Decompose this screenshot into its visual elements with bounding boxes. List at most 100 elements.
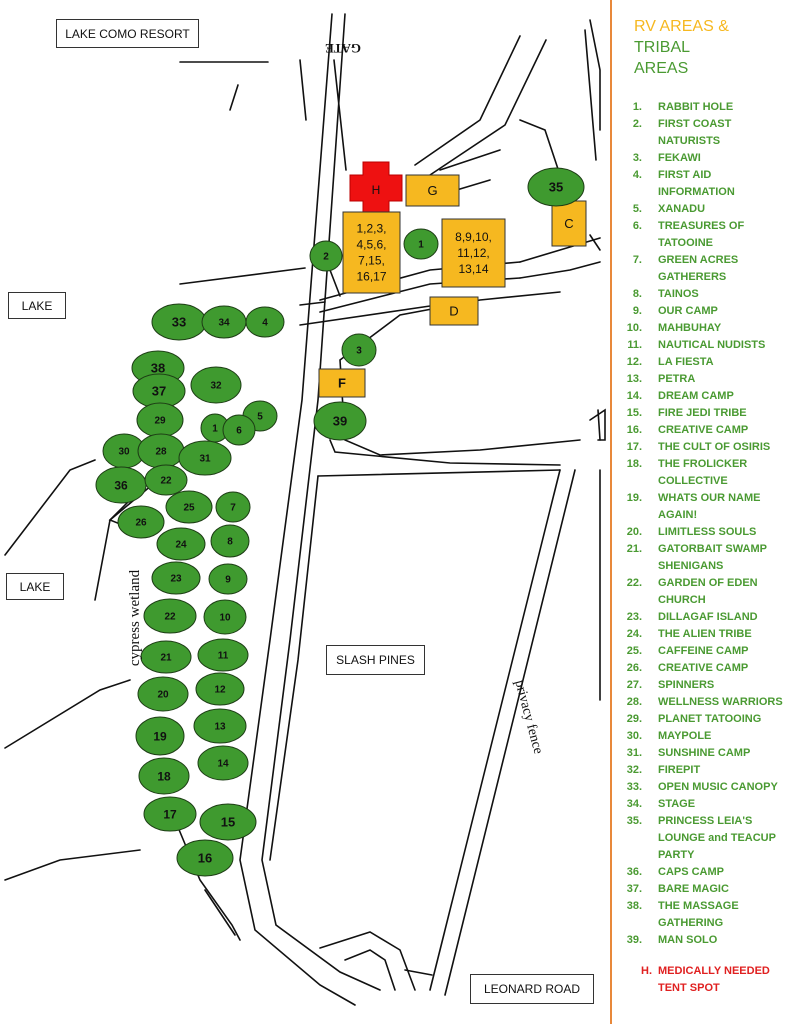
legend-item-name: CAPS CAMP	[658, 866, 725, 878]
tribal-area-label: 15	[221, 815, 235, 830]
rv-areas-layer: G1,2,3,4,5,6,7,15,16,178,9,10,11,12,13,1…	[318, 174, 587, 398]
legend-item: 29.PLANET TATOOING	[620, 711, 788, 728]
legend-title: RV AREAS & TRIBAL AREAS	[634, 16, 788, 79]
legend-item-name: GARDEN OF EDEN CHURCH	[658, 577, 758, 606]
legend-item: 11.NAUTICAL NUDISTS	[620, 337, 788, 354]
tribal-area-oval	[143, 796, 197, 832]
tribal-area-label: 22	[160, 476, 172, 487]
rv-area-c: C	[551, 200, 587, 247]
tribal-area-23: 23	[151, 561, 201, 595]
tribal-area-26: 26	[117, 505, 165, 539]
tribal-area-label: 24	[175, 540, 187, 551]
tribal-area-28: 28	[137, 433, 185, 469]
legend-item-number: 29.	[626, 713, 642, 725]
legend-item-number: 6.	[632, 220, 642, 232]
rv-area-box	[405, 174, 460, 207]
rv-area-label: 13,14	[458, 262, 488, 276]
legend-item-number: 34.	[626, 798, 642, 810]
legend-item-number: 30.	[626, 730, 642, 742]
legend-title-rv: RV AREAS &	[634, 18, 729, 35]
tribal-area-oval	[143, 598, 197, 634]
legend-item-number: 22.	[626, 577, 642, 589]
legend-item-number: 15.	[626, 407, 642, 419]
legend-item: 39.MAN SOLO	[620, 932, 788, 949]
rv-area-label: 1,2,3,	[356, 222, 386, 236]
tribal-area-33: 33	[151, 303, 207, 341]
lake-top-label: LAKE	[8, 292, 66, 319]
legend-item: 18.THE FROLICKER COLLECTIVE	[620, 456, 788, 490]
rv-area-box	[429, 296, 479, 326]
tribal-area-oval	[245, 306, 285, 338]
tribal-area-oval	[151, 561, 201, 595]
tribal-area-24: 24	[156, 527, 206, 561]
legend-item-name: CAFFEINE CAMP	[658, 645, 749, 657]
tribal-area-label: 13	[214, 722, 226, 733]
legend-item: 28.WELLNESS WARRIORS	[620, 694, 788, 711]
tribal-area-oval	[313, 401, 367, 441]
tribal-area-label: 37	[152, 384, 166, 399]
medical-tent-marker: H	[349, 161, 403, 215]
legend-item: 12.LA FIESTA	[620, 354, 788, 371]
tribal-area-label: 11	[218, 651, 229, 662]
legend-item-name: WHATS OUR NAME AGAIN!	[658, 492, 761, 521]
legend-item-number: 18.	[626, 458, 642, 470]
tribal-area-label: 39	[333, 414, 347, 429]
tribal-area-35: 35	[527, 167, 585, 207]
tribal-area-oval	[165, 490, 213, 524]
leonard-road-label: LEONARD ROAD	[470, 974, 594, 1004]
legend-item-number: 7.	[632, 254, 642, 266]
legend-item: 6. TREASURES OF TATOOINE	[620, 218, 788, 252]
tribal-area-12: 12	[195, 672, 245, 706]
legend-item-name: THE CULT OF OSIRIS	[658, 441, 771, 453]
tribal-area-label: 7	[230, 503, 236, 514]
tribal-area-label: 38	[151, 361, 165, 376]
tribal-area-label: 23	[170, 574, 182, 585]
rv-area-label: 8,9,10,	[455, 230, 492, 244]
legend-item-name: CREATIVE CAMP	[658, 662, 749, 674]
tribal-area-label: 4	[262, 318, 268, 329]
legend-item-name: FIRST COAST NATURISTS	[658, 118, 732, 147]
tribal-area-label: 26	[135, 518, 147, 529]
legend-item-number: 32.	[626, 764, 642, 776]
legend-item-name: TREASURES OF TATOOINE	[658, 220, 745, 249]
legend-item-number: 23.	[626, 611, 642, 623]
slash-pines-label: SLASH PINES	[326, 645, 425, 675]
legend-item-number: 38.	[626, 900, 642, 912]
tribal-area-label: 28	[155, 447, 167, 458]
legend-item: 8.TAINOS	[620, 286, 788, 303]
legend-item-number: 16.	[626, 424, 642, 436]
rv-area-east: 8,9,10,11,12,13,14	[441, 218, 506, 288]
tribal-area-label: 32	[210, 381, 222, 392]
legend-item: 7.GREEN ACRES GATHERERS	[620, 252, 788, 286]
legend-item: 15.FIRE JEDI TRIBE	[620, 405, 788, 422]
tribal-area-3: 3	[341, 333, 377, 367]
legend-item-name: CREATIVE CAMP	[658, 424, 749, 436]
legend-item-number: 2.	[632, 118, 642, 130]
tribal-area-label: 5	[257, 412, 263, 423]
rv-area-label: G	[427, 183, 437, 198]
tribal-area-label: 18	[157, 769, 171, 783]
legend-item-name: FIREPIT	[658, 764, 701, 776]
tribal-area-label: 36	[114, 478, 128, 492]
legend-item-number: 26.	[626, 662, 642, 674]
tribal-area-label: 25	[183, 503, 195, 514]
legend-item: 30.MAYPOLE	[620, 728, 788, 745]
legend-item: 38.THE MASSAGE GATHERING	[620, 898, 788, 932]
legend-item: 9.OUR CAMP	[620, 303, 788, 320]
legend-item: 32. FIREPIT	[620, 762, 788, 779]
cypress-wetland-label: cypress wetland	[127, 569, 143, 666]
tribal-area-2: 2	[309, 240, 343, 272]
legend-item: 13.PETRA	[620, 371, 788, 388]
tribal-area-label: 12	[214, 685, 226, 696]
map-lines	[4, 13, 606, 1006]
legend-title-tribal: TRIBAL	[634, 39, 691, 56]
rv-area-box	[318, 368, 366, 398]
tribal-area-oval	[138, 757, 190, 795]
legend-item: 17.THE CULT OF OSIRIS	[620, 439, 788, 456]
legend-item-name: WELLNESS WARRIORS	[658, 696, 783, 708]
legend-item: 2. FIRST COAST NATURISTS	[620, 116, 788, 150]
tribal-area-29: 29	[136, 402, 184, 438]
tribal-area-31: 31	[178, 440, 232, 476]
